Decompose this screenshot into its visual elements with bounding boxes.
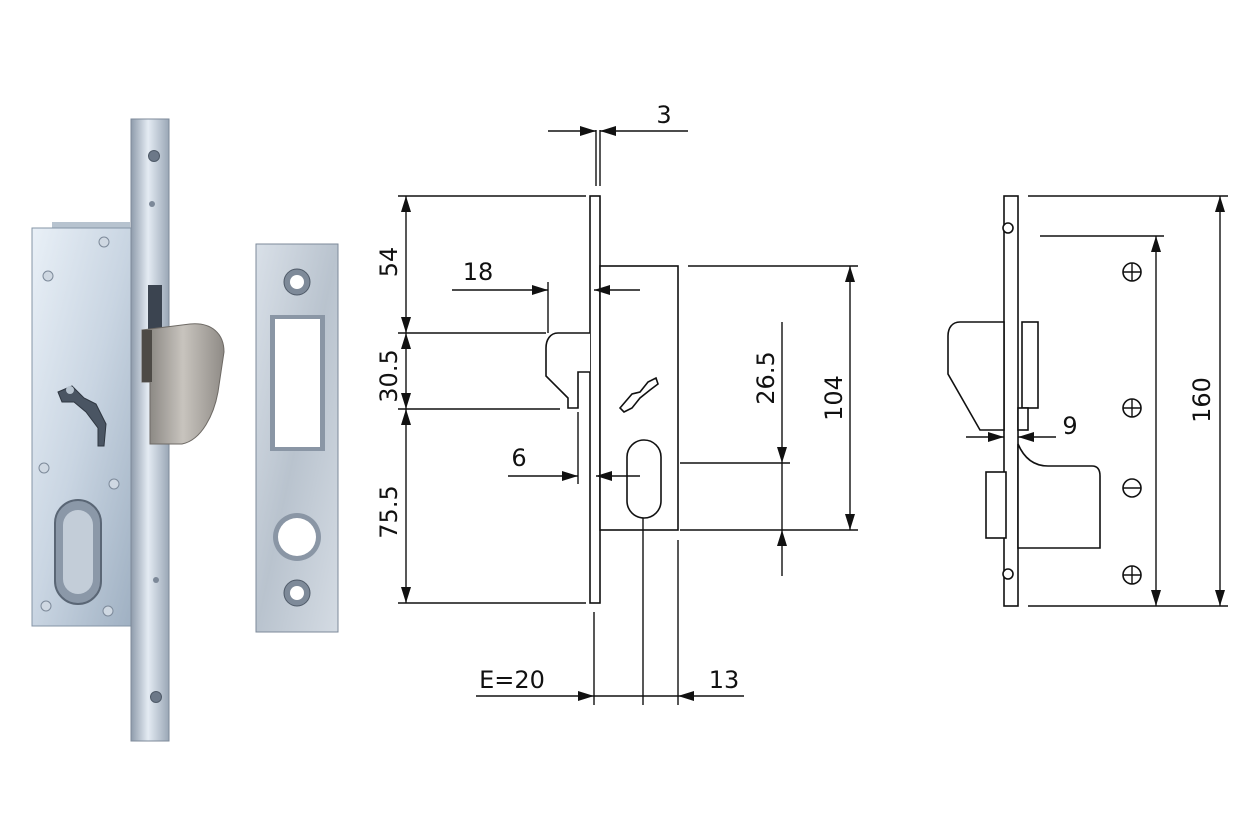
bolt-slot <box>148 285 162 331</box>
side-view-drawing: 9 160 <box>947 195 1228 607</box>
bolt-shadow <box>142 330 152 382</box>
faceplate-rivet <box>149 201 155 207</box>
dimension-backset: E=20 <box>479 666 545 694</box>
strike-screw-hole-bottom-inner <box>290 586 304 600</box>
side-bolt-pin <box>1017 407 1029 431</box>
case-screw <box>102 605 114 617</box>
hook-bolt <box>141 323 225 445</box>
lock-product-image <box>31 118 225 742</box>
front-hook-bolt-outline <box>545 332 590 409</box>
front-faceplate-outline <box>589 195 601 604</box>
dimension-bolt-reach: 18 <box>463 258 494 286</box>
dimension-lower-offset: 75.5 <box>375 485 403 538</box>
dimension-thickness: 3 <box>656 101 671 129</box>
cylinder-opening-inner <box>63 510 93 594</box>
side-screw-marks <box>1122 262 1142 585</box>
side-cylinder-block <box>985 471 1007 539</box>
dimension-body-height: 104 <box>820 375 848 421</box>
faceplate-rivet <box>153 577 159 583</box>
front-key-slot-outline <box>618 376 659 413</box>
key-lever-slot <box>57 385 107 447</box>
strike-screw-hole-top-inner <box>290 275 304 289</box>
dimension-cylinder-spacing: 26.5 <box>752 351 780 404</box>
faceplate-screw-hole-bottom <box>150 691 162 703</box>
case-screw <box>108 478 120 490</box>
strike-plate-image <box>255 243 339 633</box>
faceplate-screw-hole-top <box>148 150 160 162</box>
side-case-outline <box>1017 443 1101 549</box>
case-screw <box>98 236 110 248</box>
case-screw <box>42 270 54 282</box>
front-view-drawing: 3 54 30.5 75.5 18 6 26 <box>375 101 858 705</box>
dimension-plate-gap: 6 <box>511 444 526 472</box>
strike-center-hole-inner <box>278 518 316 556</box>
dimension-bolt-height: 30.5 <box>375 349 403 402</box>
dimension-cylinder-offset: 13 <box>709 666 740 694</box>
strike-bolt-opening-inner <box>275 319 320 447</box>
side-hook-bolt-outline <box>947 321 1005 431</box>
side-bolt-guide <box>1021 321 1039 409</box>
key-lever-pin <box>66 386 74 394</box>
case-screw <box>38 462 50 474</box>
case-screw <box>40 600 52 612</box>
dimension-top-offset: 54 <box>375 247 403 278</box>
side-faceplate-outline <box>1003 195 1019 607</box>
dimension-side-gap: 9 <box>1062 412 1077 440</box>
front-cylinder-slot-outline <box>626 439 662 519</box>
dimension-total-height: 160 <box>1188 377 1216 423</box>
